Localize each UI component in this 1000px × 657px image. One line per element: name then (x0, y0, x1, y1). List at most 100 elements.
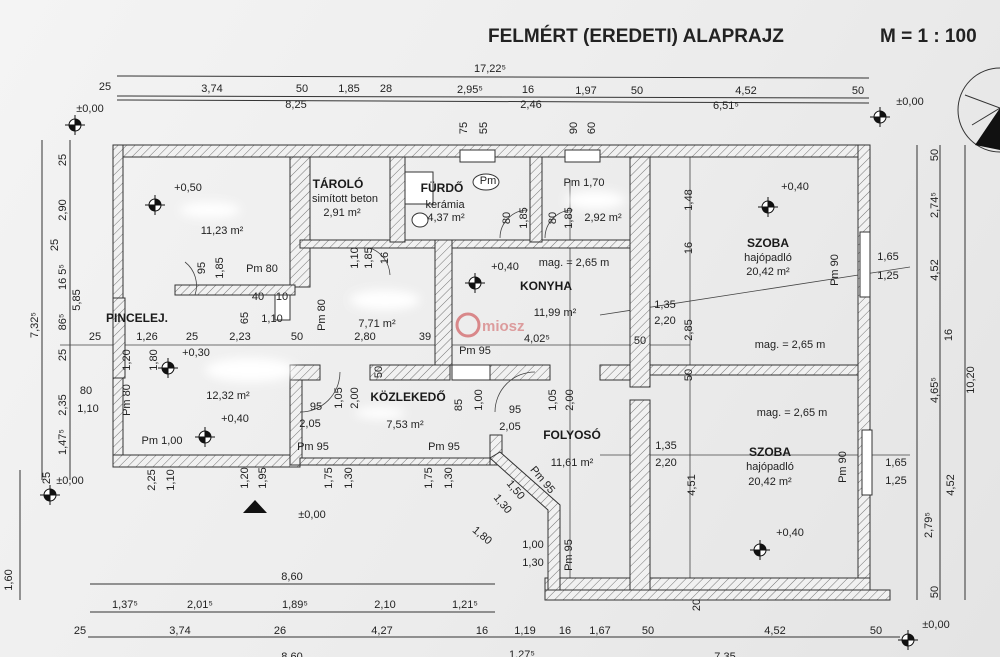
annotation-label: 1,30 (343, 467, 355, 488)
room-floor-label: hajópadló (746, 461, 794, 473)
level-marker-icon (465, 273, 485, 293)
plan-title: FELMÉRT (EREDETI) ALAPRAJZ (488, 25, 784, 47)
annotation-label: Pm 80 (246, 263, 278, 275)
door-swing (494, 371, 536, 413)
level-label: ±0,00 (922, 619, 949, 631)
dimension-label: 4,52 (735, 85, 756, 97)
annotation-label: 1,25 (885, 475, 906, 487)
dimension-label: 2,35 (57, 394, 69, 415)
annotation-label: 25 (89, 331, 101, 343)
annotation-label: 1,10 (165, 469, 177, 490)
level-label: ±0,00 (56, 475, 83, 487)
annotation-label: 1,00 (522, 539, 543, 551)
annotation-label: 20 (691, 599, 703, 611)
annotation-label: 1,65 (885, 457, 906, 469)
watermark-text: miosz (482, 318, 525, 335)
dimension-label: 8,25 (285, 99, 306, 111)
room-area-label: 11,99 m² (534, 307, 577, 319)
room-height-label: mag. = 2,65 m (755, 339, 826, 351)
dimension-label: 4,52 (945, 474, 957, 495)
level-marker-icon (40, 485, 60, 505)
annotation-label: 1,75 (323, 467, 335, 488)
room-name-label: PINCELEJ. (106, 311, 168, 325)
annotation-label: 1,30 (522, 557, 543, 569)
room-area-label: 11,61 m² (551, 457, 594, 469)
room-area-label: 2,92 m² (584, 212, 622, 224)
annotation-label: 1,30 (443, 467, 455, 488)
dimension-label: 16 (522, 84, 534, 96)
annotation-label: Pm 95 (297, 441, 329, 453)
annotation-label: 1,48 (683, 189, 695, 210)
annotation-label: 55 (478, 122, 490, 134)
room-name-label: SZOBA (747, 236, 789, 250)
annotation-label: 1,00 (473, 389, 485, 410)
dimension-label: 16 (559, 625, 571, 637)
dimension-label: 1,10 (77, 403, 98, 415)
annotation-label: Pm 95 (428, 441, 460, 453)
room-level-label: +0,40 (221, 413, 249, 425)
entrance-triangle-icon (243, 500, 267, 513)
annotation-label: 1,05 (333, 387, 345, 408)
annotation-label: 1,85 (214, 257, 226, 278)
room-area-label: 11,23 m² (201, 225, 244, 237)
room-width-label: 4,02⁵ (524, 333, 550, 345)
dimension-label: 16 (943, 329, 955, 341)
dimension-label: 2,74⁵ (929, 192, 941, 218)
annotation-label: 1,85 (363, 247, 375, 268)
annotation-label: 2,05 (299, 418, 320, 430)
annotation-label: 80 (501, 212, 513, 224)
annotation-label: 50 (683, 369, 695, 381)
level-marker-icon (750, 540, 770, 560)
annotation-label: 1,35 (654, 299, 675, 311)
door-swing (184, 261, 197, 296)
room-level-label: +0,50 (174, 182, 202, 194)
annotation-label: 95 (509, 404, 521, 416)
annotation-label: 16 (683, 242, 695, 254)
room-level-label: +0,40 (491, 261, 519, 273)
annotation-label: 1,65 (877, 251, 898, 263)
annotation-label: Pm 95 (563, 539, 575, 571)
dimension-label: 8,60 (281, 571, 302, 583)
dimension-label: 1,67 (589, 625, 610, 637)
annotation-label: 85 (453, 399, 465, 411)
annotation-label: 80 (547, 212, 559, 224)
dimension-label: 7,35 (714, 651, 735, 657)
annotation-label: 1,80 (148, 349, 160, 370)
dimension-label: 1,37⁵ (112, 599, 138, 611)
annotation-label: 16 (379, 252, 391, 264)
room-name-label: TÁROLÓ (313, 176, 364, 191)
room-floor-label: kerámia (425, 199, 465, 211)
dimension-label: 1,85 (338, 83, 359, 95)
room-area-label: 2,91 m² (323, 207, 361, 219)
annotation-label: Pm 95 (459, 345, 491, 357)
dimension-label: 50 (852, 85, 864, 97)
dimension-label: 2,46 (520, 99, 541, 111)
dimension-lines (19, 75, 966, 638)
room-floor-label: hajópadló (744, 252, 792, 264)
room-height-label: mag. = 2,65 m (539, 257, 610, 269)
annotation-label: 2,20 (654, 315, 675, 327)
annotation-label: 2,80 (354, 331, 375, 343)
annotation-label: 1,35 (655, 440, 676, 452)
annotation-label: 1,85 (518, 207, 530, 228)
room-floor-label: simított beton (312, 193, 378, 205)
annotation-label: 1,95 (257, 467, 269, 488)
dimension-label: 86⁵ (57, 314, 69, 331)
dimension-label: 2,95⁵ (457, 84, 483, 96)
annotation-label: 50 (634, 335, 646, 347)
annotation-label: 50 (291, 331, 303, 343)
dimension-label: 2,10 (374, 599, 395, 611)
dimension-label: 50 (870, 625, 882, 637)
annotation-label: 39 (419, 331, 431, 343)
door-swing (299, 371, 341, 413)
door-swing (544, 209, 574, 239)
annotation-label: Pm (480, 175, 497, 187)
annotation-label: 1,75 (423, 467, 435, 488)
room-area-label: 7,71 m² (358, 318, 396, 330)
dimension-label: 26 (274, 625, 286, 637)
annotation-label: Pm 80 (121, 384, 133, 416)
toilet-icon (411, 212, 429, 228)
level-label: ±0,00 (298, 509, 325, 521)
